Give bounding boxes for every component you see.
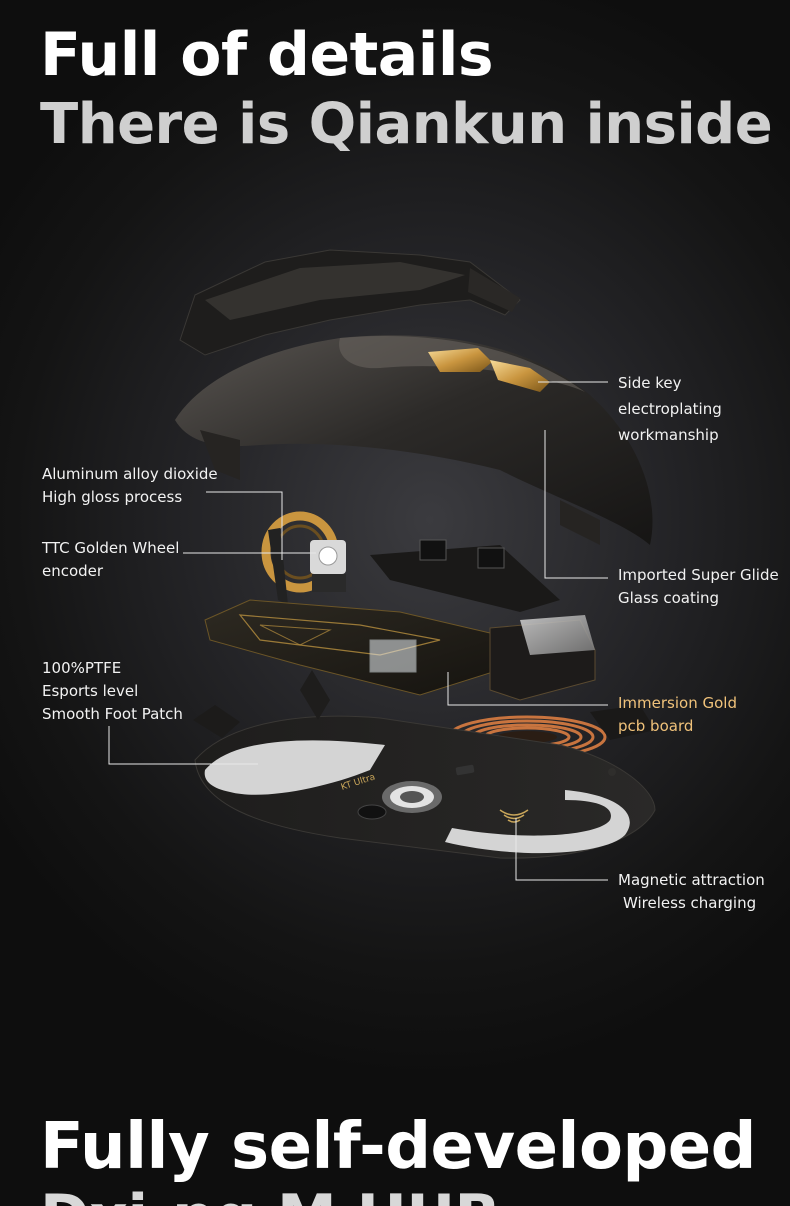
callout-line: Smooth Foot Patch <box>42 705 183 723</box>
callout-charging: Magnetic attraction Wireless charging <box>618 869 765 915</box>
charging-leader <box>515 818 608 881</box>
callout-line: High gloss process <box>42 488 183 506</box>
callout-line: Magnetic attraction <box>618 871 765 889</box>
glide-leader <box>544 430 608 579</box>
callout-line: workmanship <box>618 426 719 444</box>
main-shell <box>175 335 653 545</box>
pcb-board <box>204 599 596 701</box>
wireless-charging-icon <box>499 809 529 823</box>
callout-line: Immersion Gold <box>618 694 737 712</box>
top-shell-buttons <box>179 249 521 356</box>
aluminum-leader <box>206 491 283 560</box>
callout-line: Glass coating <box>618 589 720 607</box>
callout-line: pcb board <box>618 717 694 735</box>
headline-title: Full of details <box>40 20 494 90</box>
wheel-encoder <box>310 540 346 592</box>
ptfe-leader <box>108 726 258 765</box>
callout-wheel: TTC Golden Wheel encoder <box>42 537 179 583</box>
callout-pcb: Immersion Gold pcb board <box>618 692 737 738</box>
side-key-back-icon <box>490 360 550 392</box>
base-plate: KT Ultra <box>194 715 656 859</box>
callout-line: Aluminum alloy dioxide <box>42 465 218 483</box>
callout-line: Esports level <box>42 682 139 700</box>
callout-ptfe: 100%PTFE Esports level Smooth Foot Patch <box>42 657 183 726</box>
side-key-front-icon <box>428 348 492 372</box>
side-grip-pieces <box>193 670 655 776</box>
callout-line: Side key <box>618 374 682 392</box>
section-title: Fully self-developed <box>40 1110 756 1184</box>
section-subtitle: Dxi-ng M HUB <box>40 1182 500 1206</box>
callout-glide: Imported Super Glide Glass coating <box>618 564 779 610</box>
rear-glide-foot-icon <box>445 790 630 854</box>
front-glide-foot-icon <box>204 740 385 795</box>
pcb-leader <box>447 672 608 706</box>
callout-line: 100%PTFE <box>42 659 122 677</box>
upper-switch-board <box>370 539 560 612</box>
callout-line: Imported Super Glide <box>618 566 779 584</box>
headline-subtitle: There is Qiankun inside <box>40 92 773 157</box>
callout-line: Wireless charging <box>623 894 757 912</box>
callout-line: encoder <box>42 562 104 580</box>
callout-aluminum: Aluminum alloy dioxide High gloss proces… <box>42 463 218 509</box>
callout-side-key: Side key electroplating workmanship <box>618 372 722 447</box>
callout-line: TTC Golden Wheel <box>42 539 180 557</box>
callout-line: electroplating <box>618 400 722 418</box>
